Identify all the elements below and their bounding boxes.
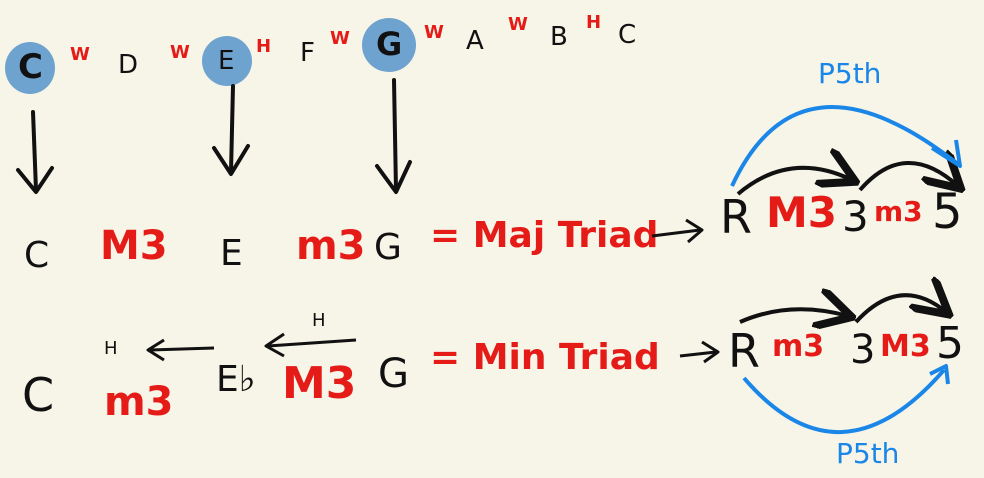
minor-root: C [22, 368, 55, 422]
major-triad-label: = Maj Triad [430, 215, 659, 256]
down-arrow-c [16, 110, 54, 194]
scale-note: A [466, 26, 484, 56]
scale-step: H [256, 36, 272, 57]
minor-interval-2: M3 [282, 358, 357, 409]
minor-half-step-left: H [104, 338, 118, 359]
minor-half-step-right: H [312, 310, 326, 331]
scale-note: C [618, 20, 637, 50]
minor-formula-root: R [728, 324, 760, 378]
highlight-circle-e [202, 36, 252, 86]
scale-note: E [218, 46, 235, 76]
minor-triad-label: = Min Triad [430, 337, 660, 378]
scale-note: B [550, 22, 568, 52]
minor-p5-arc [742, 368, 946, 435]
scale-step: W [70, 44, 90, 65]
major-p5-label: P5th [818, 57, 882, 90]
major-formula-fifth: 5 [932, 184, 963, 240]
minor-formula-third: 3 [850, 327, 876, 373]
minor-formula-interval-1: m3 [772, 329, 825, 364]
major-p5-arc [730, 105, 960, 187]
minor-arrow-right [679, 340, 720, 364]
major-formula-root: R [720, 190, 752, 244]
minor-third: E♭ [216, 359, 256, 400]
minor-arc-third-to-fifth [854, 295, 946, 324]
major-third: E [220, 233, 243, 274]
scale-step: W [330, 28, 350, 49]
minor-interval-1: m3 [104, 379, 174, 425]
major-arc-third-to-fifth [858, 163, 958, 190]
down-arrow-e [212, 84, 250, 176]
major-interval-2: m3 [296, 223, 366, 269]
major-formula-third: 3 [842, 192, 869, 241]
minor-p5-label: P5th [836, 437, 900, 470]
major-arc-root-to-third [736, 168, 852, 196]
down-arrow-g [375, 78, 412, 194]
minor-fifth: G [378, 351, 409, 397]
major-formula-interval-2: m3 [874, 195, 923, 228]
major-interval-1: M3 [100, 223, 168, 269]
major-fifth: G [374, 227, 402, 268]
minor-formula-interval-2: M3 [880, 329, 931, 364]
minor-half-step-arrow-right [264, 332, 357, 358]
minor-p5-arrowhead [929, 364, 950, 385]
scale-note: C [18, 47, 43, 87]
minor-arc-root-to-third [739, 309, 848, 322]
minor-half-step-arrow-left [146, 338, 215, 362]
highlight-circle-g [362, 18, 416, 72]
minor-formula-fifth: 5 [936, 318, 964, 369]
scale-note: G [376, 25, 403, 63]
major-formula-interval-1: M3 [766, 188, 838, 237]
major-p5-arrowhead [930, 139, 962, 168]
highlight-circle-c [5, 42, 55, 94]
scale-step: W [170, 42, 190, 63]
scale-step: W [424, 22, 444, 43]
scale-note: D [118, 50, 139, 80]
scale-note: F [300, 38, 315, 68]
major-root: C [24, 235, 50, 276]
scale-step: H [586, 12, 602, 33]
scale-step: W [508, 14, 528, 35]
major-arrow-right [651, 218, 704, 244]
